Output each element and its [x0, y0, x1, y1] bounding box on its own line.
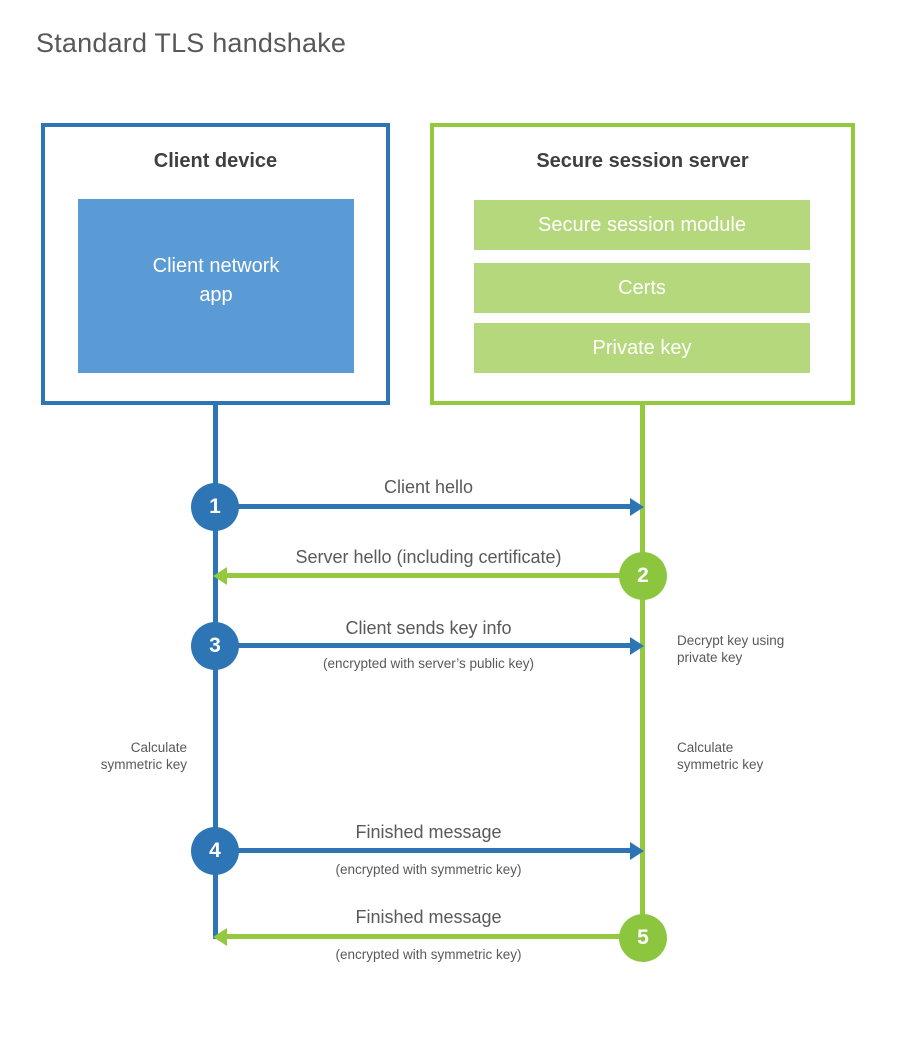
step-1-arrow-shaft — [215, 504, 631, 509]
step-3-sublabel: (encrypted with server’s public key) — [322, 656, 535, 671]
step-3-label: Client sends key info — [345, 618, 512, 638]
step-5-badge: 5 — [619, 914, 667, 962]
step-1-label: Client hello — [383, 477, 474, 497]
step-4-badge: 4 — [191, 827, 239, 875]
diagram-title: Standard TLS handshake — [36, 28, 347, 58]
client-lifeline — [213, 405, 218, 939]
step-4-label: Finished message — [355, 822, 502, 842]
note-calculate-symmetric-key-client: Calculate symmetric key — [100, 740, 187, 772]
server-module-secure-session: Secure session module — [474, 200, 810, 250]
step-2-arrow-shaft — [226, 573, 642, 578]
step-1-arrow-right-icon — [215, 504, 642, 509]
step-3-arrow-shaft — [215, 643, 631, 648]
client-network-app-box: Client network app — [78, 199, 354, 373]
step-5-sublabel: (encrypted with symmetric key) — [335, 947, 522, 962]
step-2-arrow-left-icon — [215, 573, 642, 578]
step-5-arrow-shaft — [226, 934, 642, 939]
note-decrypt-key-using-private-key: Decrypt key using private key — [677, 633, 785, 665]
step-4-arrow-shaft — [215, 848, 631, 853]
client-device-title: Client device — [153, 150, 278, 172]
step-2-label: Server hello (including certificate) — [295, 547, 562, 567]
server-module-certs: Certs — [474, 263, 810, 313]
step-5-arrow-left-icon — [215, 934, 642, 939]
server-module-private-key: Private key — [474, 323, 810, 373]
step-4-arrow-right-icon — [215, 848, 642, 853]
step-1-badge: 1 — [191, 483, 239, 531]
server-lifeline — [640, 405, 645, 938]
step-5-label: Finished message — [355, 907, 502, 927]
note-calculate-symmetric-key-server: Calculate symmetric key — [677, 740, 764, 772]
secure-session-server-title: Secure session server — [536, 150, 749, 172]
step-3-badge: 3 — [191, 622, 239, 670]
step-2-badge: 2 — [619, 552, 667, 600]
step-4-sublabel: (encrypted with symmetric key) — [335, 862, 522, 877]
step-3-arrow-right-icon — [215, 643, 642, 648]
